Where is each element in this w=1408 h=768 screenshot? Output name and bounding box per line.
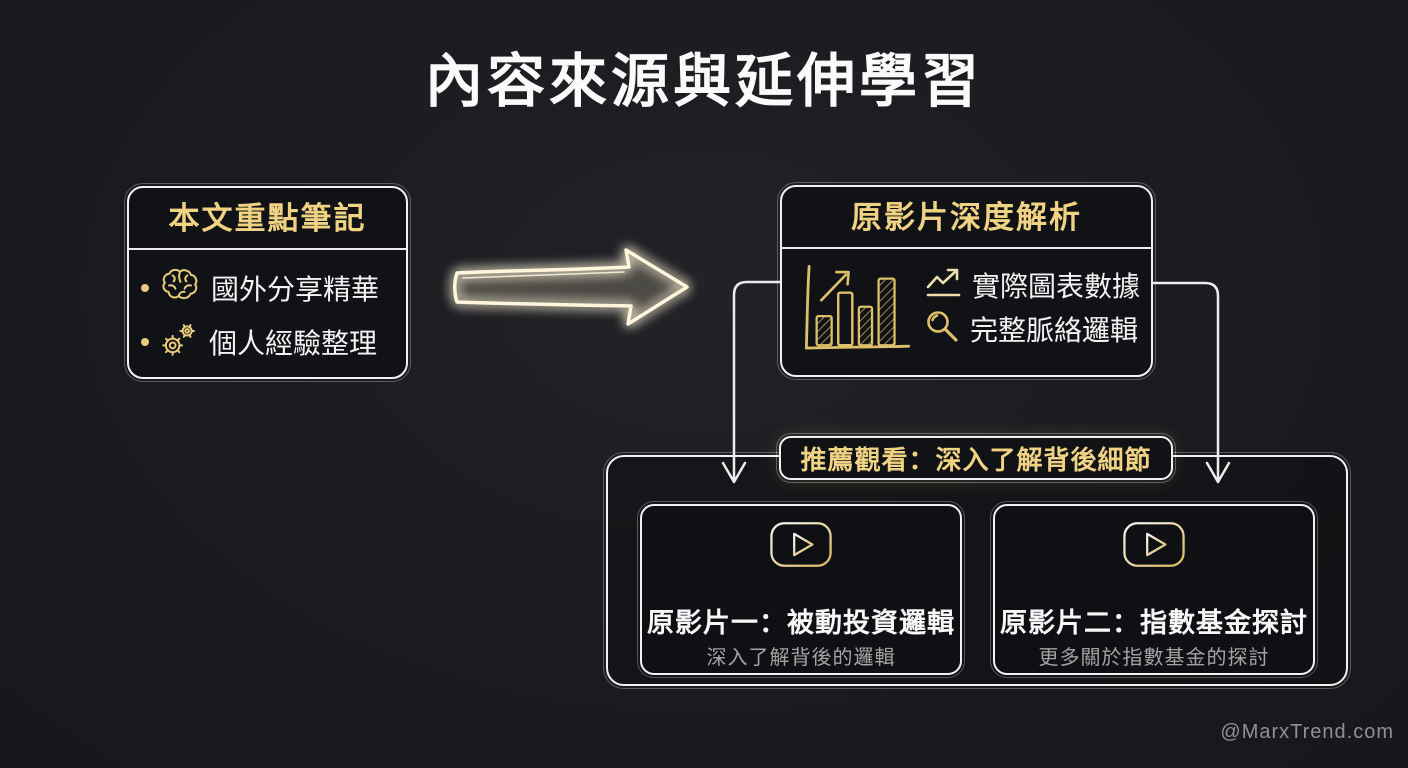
brain-icon (159, 267, 201, 309)
analysis-box: 原影片深度解析 (777, 182, 1156, 380)
connector-arrow-left (721, 280, 782, 484)
notes-item: 個人經驗整理 (141, 320, 406, 364)
notes-box: 本文重點筆記 國外分享精華 (124, 183, 411, 382)
video-title: 原影片一：被動投資邏輯 (647, 608, 955, 638)
analysis-box-divider (782, 247, 1151, 249)
analysis-item-label: 完整脈絡邏輯 (970, 315, 1139, 346)
video-card-2[interactable]: 原影片二：指數基金探討 更多關於指數基金的探討 (990, 501, 1318, 678)
gears-icon (159, 321, 199, 364)
bullet-dot (141, 284, 149, 292)
video-card-1[interactable]: 原影片一：被動投資邏輯 深入了解背後的邏輯 (637, 501, 965, 678)
notes-box-divider (129, 248, 406, 250)
bullet-dot (141, 338, 149, 346)
bar-chart-icon (796, 257, 918, 370)
analysis-item-label: 實際圖表數據 (972, 271, 1141, 302)
video-title: 原影片二：指數基金探討 (1000, 608, 1308, 638)
magnifier-icon (924, 308, 962, 351)
page-title: 內容來源與延伸學習 (424, 49, 983, 114)
notes-box-title: 本文重點筆記 (168, 201, 367, 236)
analysis-item: 實際圖表數據 (924, 265, 1140, 305)
video-subtitle: 深入了解背後的邏輯 (706, 647, 896, 669)
notes-item: 國外分享精華 (141, 266, 406, 310)
watermark: @MarxTrend.com (1220, 721, 1394, 743)
video-subtitle: 更多關於指數基金的探討 (1038, 647, 1270, 669)
recommendation-banner: 推薦觀看：深入了解背後細節 (776, 433, 1176, 483)
notes-item-label: 個人經驗整理 (209, 328, 378, 359)
trending-up-icon (924, 266, 964, 305)
play-button-icon[interactable] (642, 521, 960, 573)
play-button-icon[interactable] (995, 521, 1313, 573)
analysis-box-title: 原影片深度解析 (851, 200, 1082, 235)
analysis-item: 完整脈絡邏輯 (924, 309, 1140, 349)
arrow-right-icon (453, 248, 689, 326)
notes-item-label: 國外分享精華 (211, 274, 380, 305)
